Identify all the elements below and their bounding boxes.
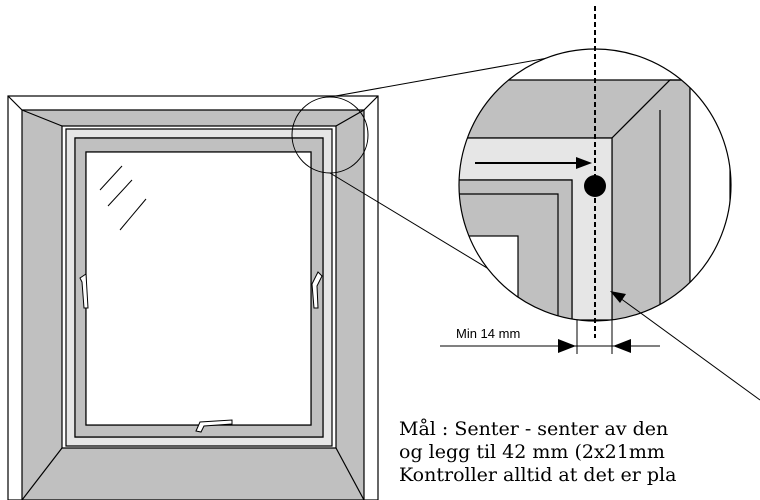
glass-reflection <box>107 179 133 207</box>
caption-line-2: og legg til 42 mm (2x21mm <box>399 441 665 463</box>
dimension-label: Min 14 mm <box>456 326 520 341</box>
miter-line <box>7 95 23 111</box>
miter-line <box>21 447 63 500</box>
miter-line <box>21 109 63 127</box>
caption-leader <box>610 291 760 401</box>
caption-line-1: Mål : Senter - senter av den <box>399 418 669 440</box>
miter-line <box>335 447 365 500</box>
miter-line <box>363 95 379 111</box>
fixing-point <box>584 175 606 197</box>
left-handle <box>79 273 89 309</box>
dimension-min-14mm: Min 14 mm <box>440 320 660 354</box>
miter-line <box>335 109 365 127</box>
instruction-caption: Mål : Senter - senter av den og legg til… <box>399 418 760 487</box>
window-glass <box>85 151 312 426</box>
measure-arrow <box>475 157 592 169</box>
glass-reflection <box>119 198 147 231</box>
window-elevation <box>7 95 379 500</box>
bottom-handle <box>195 419 233 433</box>
caption-line-3: Kontroller alltid at det er pla <box>399 464 677 486</box>
glass-reflection <box>99 165 123 191</box>
right-handle <box>311 271 323 309</box>
